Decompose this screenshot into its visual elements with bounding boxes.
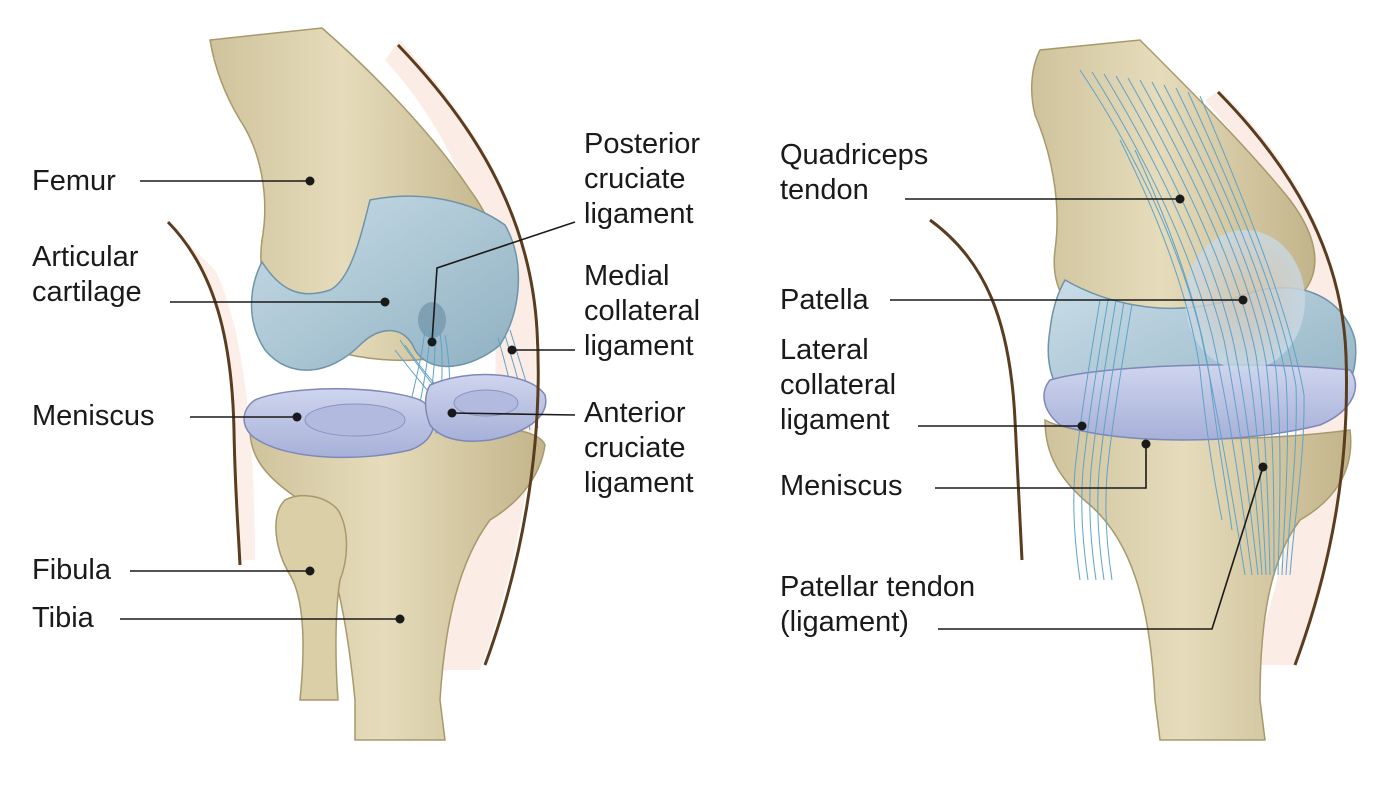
label-quadriceps-tendon: Quadriceps tendon <box>780 138 928 208</box>
leader-meniscus-right <box>935 444 1147 489</box>
right-skin-outline-back <box>929 218 1024 561</box>
label-femur: Femur <box>32 165 116 197</box>
dot-articular-cartilage <box>380 297 390 307</box>
dot-fibula <box>305 566 315 576</box>
label-patellar-tendon-line2: (ligament) <box>780 606 909 638</box>
right-tendon-fibers <box>1079 69 1305 576</box>
label-medial-collateral-line1: Medial <box>584 260 670 292</box>
right-lateral-collateral-fibers <box>1073 299 1133 581</box>
dot-medial-collateral <box>507 345 517 355</box>
label-lateral-collateral-line2: collateral <box>780 369 897 401</box>
label-medial-collateral-line3: ligament <box>584 330 694 362</box>
label-anterior-cruciate-line3: ligament <box>584 467 694 499</box>
label-articular-cartilage-line2: cartilage <box>32 276 142 308</box>
dot-tibia <box>395 614 405 624</box>
left-meniscus-lateral-inner <box>453 389 519 417</box>
label-posterior-cruciate-line2: cruciate <box>584 163 686 195</box>
dot-meniscus-left <box>292 412 302 422</box>
label-posterior-cruciate: Posterior cruciate ligament <box>584 127 700 232</box>
dot-anterior-cruciate <box>447 408 457 418</box>
left-skin-outline-back <box>166 220 242 566</box>
dot-lateral-collateral <box>1077 421 1087 431</box>
label-quadriceps-tendon-line2: tendon <box>780 174 869 206</box>
label-anterior-cruciate-line1: Anterior <box>584 397 686 429</box>
label-lateral-collateral-line1: Lateral <box>780 334 869 366</box>
leader-lines <box>120 176 1268 630</box>
label-meniscus-left: Meniscus <box>32 400 155 432</box>
label-articular-cartilage-line1: Articular <box>32 241 139 273</box>
label-medial-collateral: Medial collateral ligament <box>584 259 700 364</box>
left-knee <box>165 27 547 741</box>
left-notch <box>418 302 446 338</box>
dot-patella <box>1238 295 1248 305</box>
leader-patellar-tendon <box>938 466 1264 630</box>
label-posterior-cruciate-line3: ligament <box>584 198 694 230</box>
label-fibula: Fibula <box>32 554 111 586</box>
dot-quadriceps-tendon <box>1175 194 1185 204</box>
dot-meniscus-right <box>1141 439 1151 449</box>
label-anterior-cruciate: Anterior cruciate ligament <box>584 396 694 501</box>
dot-femur <box>305 176 315 186</box>
dot-posterior-cruciate <box>427 337 437 347</box>
label-articular-cartilage: Articular cartilage <box>32 240 142 310</box>
label-patella: Patella <box>780 284 869 316</box>
label-anterior-cruciate-line2: cruciate <box>584 432 686 464</box>
label-posterior-cruciate-line1: Posterior <box>584 128 701 160</box>
leader-posterior-cruciate <box>431 221 576 343</box>
left-skin-outline-front <box>396 43 540 666</box>
right-skin-outline-front <box>1216 90 1348 666</box>
label-lateral-collateral-line3: ligament <box>780 404 890 436</box>
dot-patellar-tendon <box>1258 462 1268 472</box>
label-quadriceps-tendon-line1: Quadriceps <box>780 139 929 171</box>
left-meniscus-inner <box>304 403 406 437</box>
label-lateral-collateral: Lateral collateral ligament <box>780 333 896 438</box>
left-fibula <box>275 494 348 701</box>
right-knee <box>929 39 1357 741</box>
leader-anterior-cruciate <box>451 412 576 416</box>
left-cartilage <box>250 195 520 371</box>
label-patellar-tendon-line1: Patellar tendon <box>780 571 976 603</box>
left-skin-tint-rear <box>165 220 255 560</box>
label-tibia: Tibia <box>32 602 94 634</box>
label-medial-collateral-line2: collateral <box>584 295 701 327</box>
label-meniscus-right: Meniscus <box>780 470 903 502</box>
label-patellar-tendon: Patellar tendon (ligament) <box>780 570 975 640</box>
